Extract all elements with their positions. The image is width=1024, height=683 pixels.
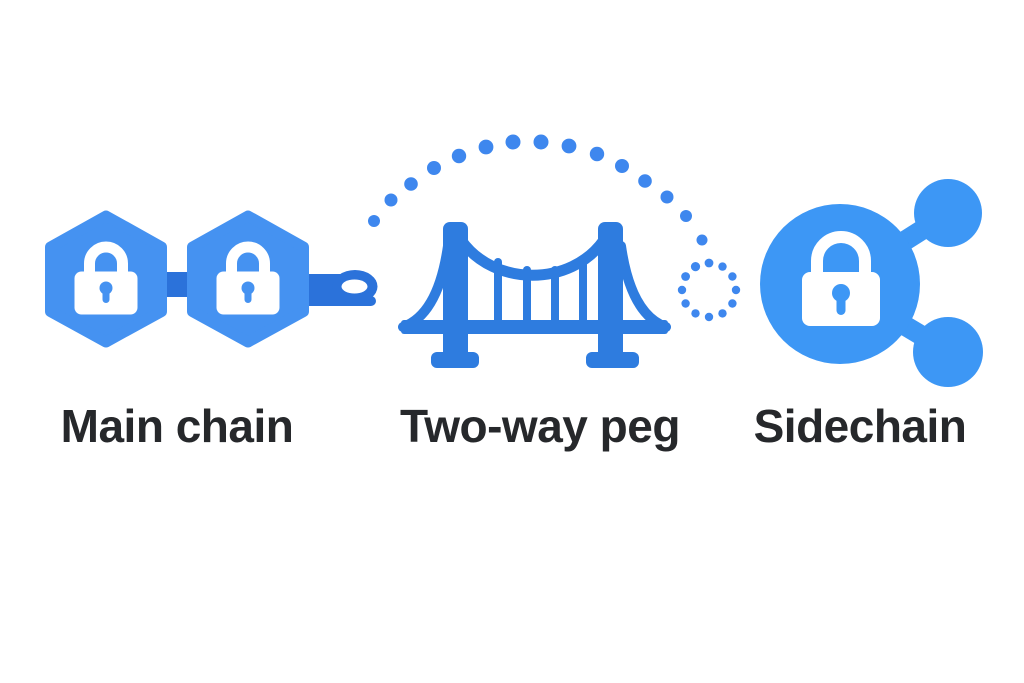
sidechain-icon [760, 179, 983, 387]
suspension-bridge-icon [398, 222, 671, 368]
hexagon-block-1 [45, 210, 167, 348]
hexagon-block-2 [187, 210, 309, 348]
dotted-transfer-arc [368, 134, 708, 246]
sidechain-node-top [914, 179, 982, 247]
padlock-icon [216, 241, 280, 315]
sidechain-node-bottom [913, 317, 983, 387]
label-two-way-peg: Two-way peg [400, 400, 680, 452]
padlock-icon [802, 231, 880, 326]
main-chain-icon [45, 210, 378, 348]
padlock-icon [74, 241, 138, 315]
label-main-chain: Main chain [60, 400, 294, 452]
label-sidechain: Sidechain [753, 400, 967, 452]
dotted-circle-icon [677, 258, 741, 322]
